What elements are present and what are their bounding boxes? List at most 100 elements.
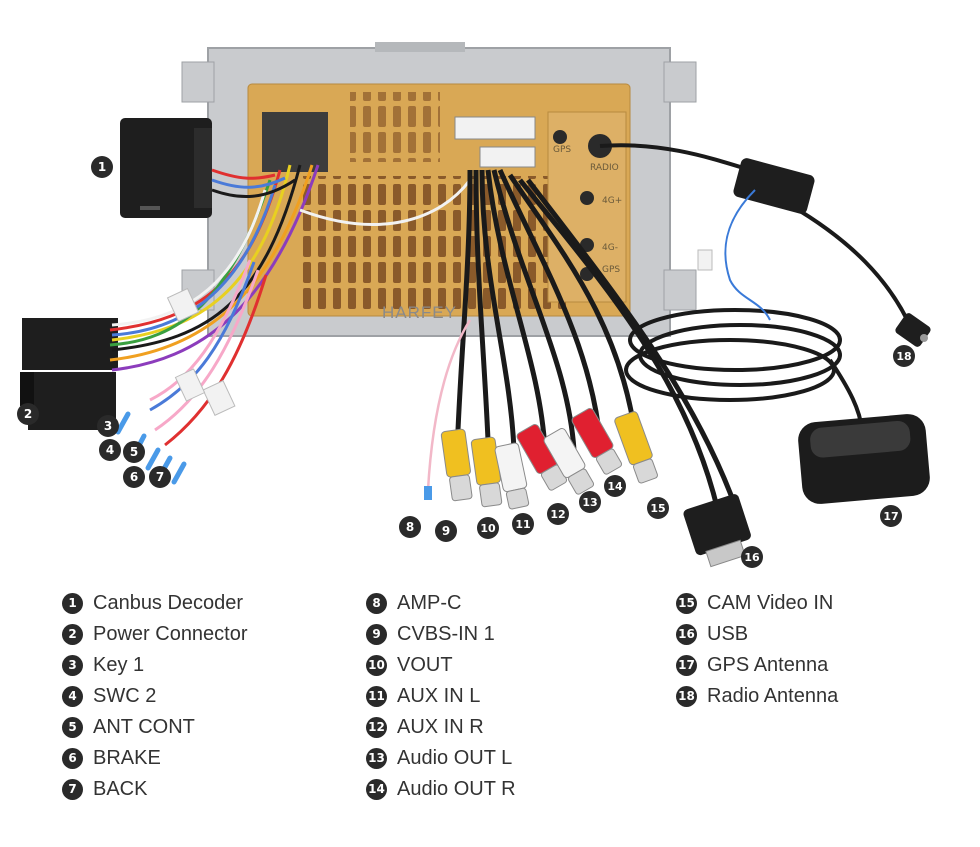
legend-number: 8: [366, 593, 387, 614]
legend-item-brake: 6 BRAKE: [62, 743, 248, 774]
callout-1-text: 1: [98, 160, 106, 174]
legend-item-aux-in-r: 12 AUX IN R: [366, 712, 516, 743]
legend-item-aux-in-l: 11 AUX IN L: [366, 681, 516, 712]
legend-number: 10: [366, 655, 387, 676]
legend-number: 15: [676, 593, 697, 614]
legend-label: Canbus Decoder: [93, 592, 244, 614]
callout-17-text: 17: [883, 510, 898, 523]
callout-15: [647, 497, 669, 519]
callout-12-text: 12: [550, 508, 565, 521]
legend-item-power-connector: 2 Power Connector: [62, 619, 248, 650]
wire-harness: [109, 164, 472, 447]
wire-labels: [166, 287, 236, 417]
legend-number: 4: [62, 686, 83, 707]
legend-label: AMP-C: [397, 592, 462, 614]
port-label-4g-minus: 4G-: [602, 243, 618, 253]
port-label-radio: RADIO: [590, 163, 619, 173]
canbus-decoder: [120, 118, 212, 218]
legend-item-back: 7 BACK: [62, 774, 248, 805]
legend-item-cvbs-in-1: 9 CVBS-IN 1: [366, 619, 516, 650]
callout-12: [547, 503, 569, 525]
callout-18-text: 18: [896, 350, 911, 363]
legend-number: 9: [366, 624, 387, 645]
port-label-4g-plus: 4G+: [602, 196, 622, 206]
callout-5: [123, 441, 145, 463]
callout-17: [880, 505, 902, 527]
callout-9: [435, 520, 457, 542]
port-label-gps-2: GPS: [602, 265, 620, 275]
gps-antenna: [798, 414, 930, 504]
legend-label: AUX IN L: [397, 685, 481, 707]
legend-label: Radio Antenna: [707, 685, 839, 707]
callout-6-text: 6: [130, 470, 138, 484]
callout-8: [399, 516, 421, 538]
rca-plugs: [440, 408, 658, 510]
legend-label: ANT CONT: [93, 716, 195, 738]
callout-7: [149, 466, 171, 488]
legend-item-key-1: 3 Key 1: [62, 650, 248, 681]
callout-4-text: 4: [106, 443, 114, 457]
callout-1: [91, 156, 113, 178]
legend-item-canbus-decoder: 1 Canbus Decoder: [62, 588, 248, 619]
callout-3-text: 3: [104, 419, 112, 433]
brand-watermark: HARFEY: [382, 303, 457, 322]
callout-15-text: 15: [650, 502, 665, 515]
callout-11: [512, 513, 534, 535]
callout-9-text: 9: [442, 524, 450, 538]
callout-6: [123, 466, 145, 488]
legend-number: 1: [62, 593, 83, 614]
legend-number: 12: [366, 717, 387, 738]
callout-markers: 1 2 3 4 5 6 7 8 9 10 11 12 13 14 15 16 1…: [17, 156, 915, 568]
legend-label: Power Connector: [93, 623, 248, 645]
legend-number: 7: [62, 779, 83, 800]
radio-antenna-cable: [599, 143, 931, 347]
legend-label: Audio OUT L: [397, 747, 513, 769]
legend-item-ant-cont: 5 ANT CONT: [62, 712, 248, 743]
legend-number: 6: [62, 748, 83, 769]
legend-label: VOUT: [397, 654, 453, 676]
callout-10-text: 10: [480, 522, 496, 535]
legend-label: Key 1: [93, 654, 145, 676]
amp-wire: [426, 319, 472, 491]
callout-14: [604, 475, 626, 497]
wiring-diagram: GPS RADIO 4G+ 4G- GPS: [17, 42, 931, 568]
legend-number: 17: [676, 655, 697, 676]
callout-4: [99, 439, 121, 461]
callout-2-text: 2: [24, 407, 32, 421]
legend-number: 5: [62, 717, 83, 738]
legend-number: 2: [62, 624, 83, 645]
legend-label: BRAKE: [93, 747, 161, 769]
legend-number: 11: [366, 686, 387, 707]
amp-wire-tip: [424, 486, 432, 500]
callout-16-text: 16: [744, 551, 760, 564]
callout-16: [741, 546, 763, 568]
callout-2: [17, 403, 39, 425]
legend-number: 14: [366, 779, 387, 800]
callout-13: [579, 491, 601, 513]
legend-item-radio-antenna: 18 Radio Antenna: [676, 681, 838, 712]
legend-number: 3: [62, 655, 83, 676]
callout-5-text: 5: [130, 445, 138, 459]
legend-item-gps-antenna: 17 GPS Antenna: [676, 650, 838, 681]
callout-18: [893, 345, 915, 367]
legend-item-audio-out-r: 14 Audio OUT R: [366, 774, 516, 805]
legend-number: 18: [676, 686, 697, 707]
callout-10: [477, 517, 499, 539]
legend-number: 13: [366, 748, 387, 769]
legend-label: AUX IN R: [397, 716, 484, 738]
legend-item-vout: 10 VOUT: [366, 650, 516, 681]
legend-label: Audio OUT R: [397, 778, 516, 800]
callout-7-text: 7: [156, 470, 164, 484]
callout-3: [97, 415, 119, 437]
legend-column-2: 8 AMP-C 9 CVBS-IN 1 10 VOUT 11 AUX IN L 12 AU…: [366, 588, 516, 805]
legend-label: CVBS-IN 1: [397, 623, 495, 645]
callout-8-text: 8: [406, 520, 414, 534]
legend-label: BACK: [93, 778, 148, 800]
legend-label: USB: [707, 623, 749, 645]
port-label-gps: GPS: [553, 145, 571, 155]
legend-label: GPS Antenna: [707, 654, 829, 676]
